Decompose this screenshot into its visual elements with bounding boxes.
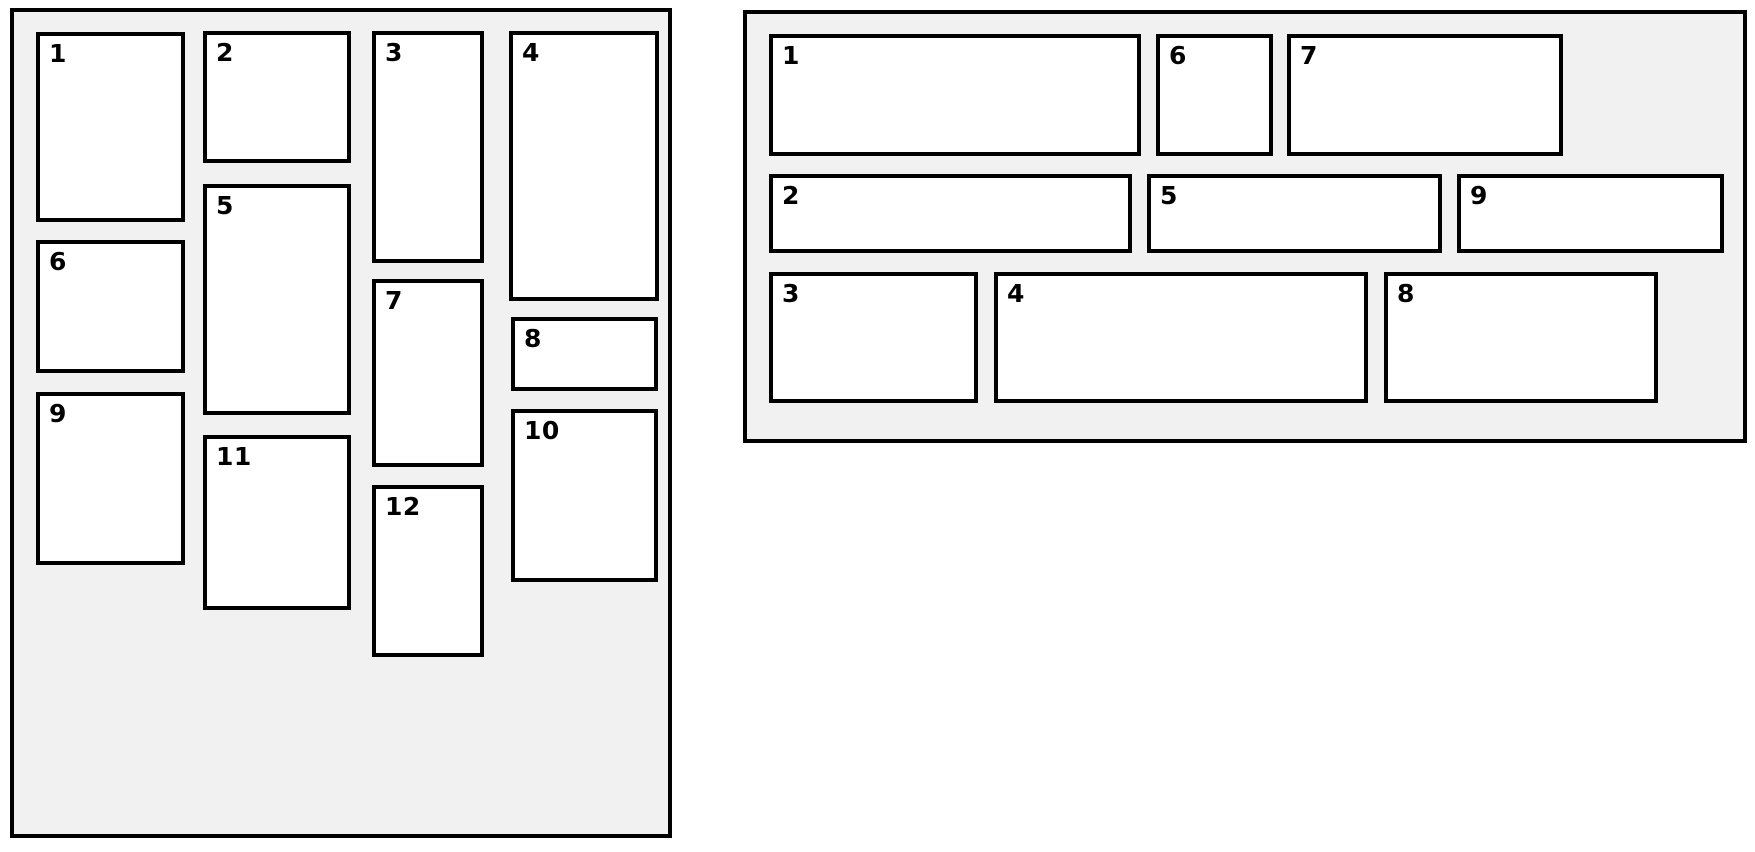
packed-item-label: 9: [49, 399, 67, 428]
packed-item-7[interactable]: 7: [372, 279, 484, 467]
panel-right-bin: 1 6 7 2 5 9 3 4 8: [743, 10, 1747, 443]
packed-item-7[interactable]: 7: [1287, 34, 1563, 156]
packed-item-12[interactable]: 12: [372, 485, 484, 657]
packed-item-label: 6: [1169, 41, 1187, 70]
packed-item-label: 9: [1470, 181, 1488, 210]
packed-item-label: 5: [216, 191, 234, 220]
packed-item-label: 11: [216, 442, 252, 471]
packed-item-8[interactable]: 8: [511, 317, 658, 391]
packed-item-6[interactable]: 6: [1156, 34, 1273, 156]
packed-item-9[interactable]: 9: [36, 392, 185, 565]
packed-item-2[interactable]: 2: [769, 174, 1132, 253]
packed-item-label: 8: [1397, 279, 1415, 308]
packed-item-label: 5: [1160, 181, 1178, 210]
packed-item-5[interactable]: 5: [203, 184, 351, 415]
packed-item-label: 7: [385, 286, 403, 315]
packed-item-10[interactable]: 10: [511, 409, 658, 582]
packed-item-label: 1: [782, 41, 800, 70]
packed-item-6[interactable]: 6: [36, 240, 185, 373]
packed-item-8[interactable]: 8: [1384, 272, 1658, 403]
packed-item-1[interactable]: 1: [36, 32, 185, 222]
packed-item-4[interactable]: 4: [509, 31, 659, 301]
packed-item-11[interactable]: 11: [203, 435, 351, 610]
packed-item-label: 7: [1300, 41, 1318, 70]
packed-item-label: 12: [385, 492, 421, 521]
packed-item-label: 3: [782, 279, 800, 308]
packed-item-3[interactable]: 3: [372, 31, 484, 263]
packed-item-1[interactable]: 1: [769, 34, 1141, 156]
packed-item-label: 4: [522, 38, 540, 67]
packed-item-label: 1: [49, 39, 67, 68]
packed-item-3[interactable]: 3: [769, 272, 978, 403]
packed-item-label: 4: [1007, 279, 1025, 308]
packed-item-5[interactable]: 5: [1147, 174, 1442, 253]
packed-item-9[interactable]: 9: [1457, 174, 1724, 253]
packed-item-label: 2: [216, 38, 234, 67]
packed-item-2[interactable]: 2: [203, 31, 351, 163]
packed-item-label: 8: [524, 324, 542, 353]
packed-item-label: 6: [49, 247, 67, 276]
packed-item-4[interactable]: 4: [994, 272, 1368, 403]
packed-item-label: 10: [524, 416, 560, 445]
packed-item-label: 2: [782, 181, 800, 210]
packed-item-label: 3: [385, 38, 403, 67]
